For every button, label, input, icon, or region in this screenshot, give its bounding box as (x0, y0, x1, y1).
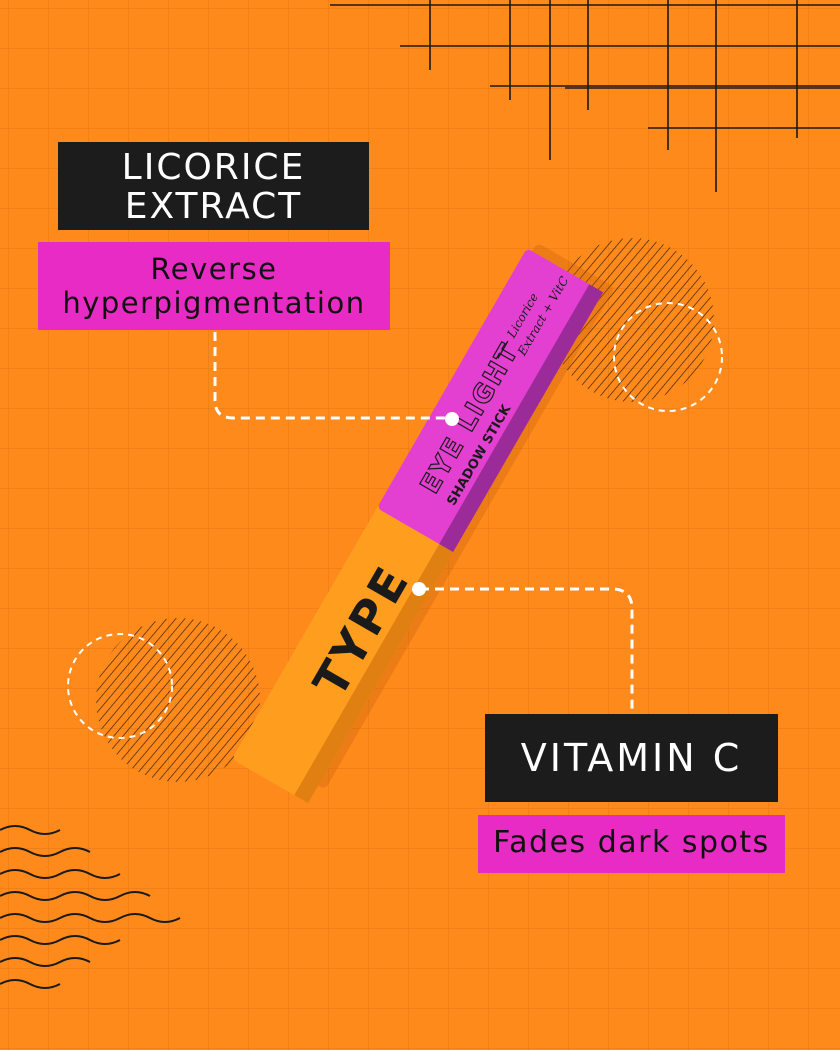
stick-body-edge (294, 535, 459, 804)
licorice-description-line2: hyperpigmentation (62, 286, 366, 320)
arrow-line (497, 340, 509, 359)
licorice-description-label: Reverse hyperpigmentation (38, 242, 390, 330)
connector-licorice (213, 332, 452, 420)
stick-cap-edge (439, 284, 604, 552)
dashed-circle-bottom (67, 633, 173, 739)
hatched-circle-bottom (96, 618, 260, 782)
vitamin-c-title-label: VITAMIN C (485, 714, 778, 802)
vitamin-c-description-label: Fades dark spots (478, 815, 785, 873)
stick-body (233, 501, 457, 802)
licorice-title-line2: EXTRACT (124, 186, 303, 227)
stick-cap (378, 250, 602, 551)
licorice-description-line1: Reverse (150, 252, 278, 286)
connector-dot-licorice (445, 412, 459, 426)
product-stick: TYPE EYE LIGHT SHADOW STICK Licorice Ext… (233, 244, 613, 804)
sketch-grid-decoration (330, 0, 840, 192)
licorice-title-label: LICORICE EXTRACT (58, 142, 369, 230)
connector-dot-vitamin (412, 582, 426, 596)
licorice-title-line1: LICORICE (121, 147, 306, 188)
dashed-circle-top (613, 302, 723, 412)
wave-lines-decoration (0, 825, 181, 989)
